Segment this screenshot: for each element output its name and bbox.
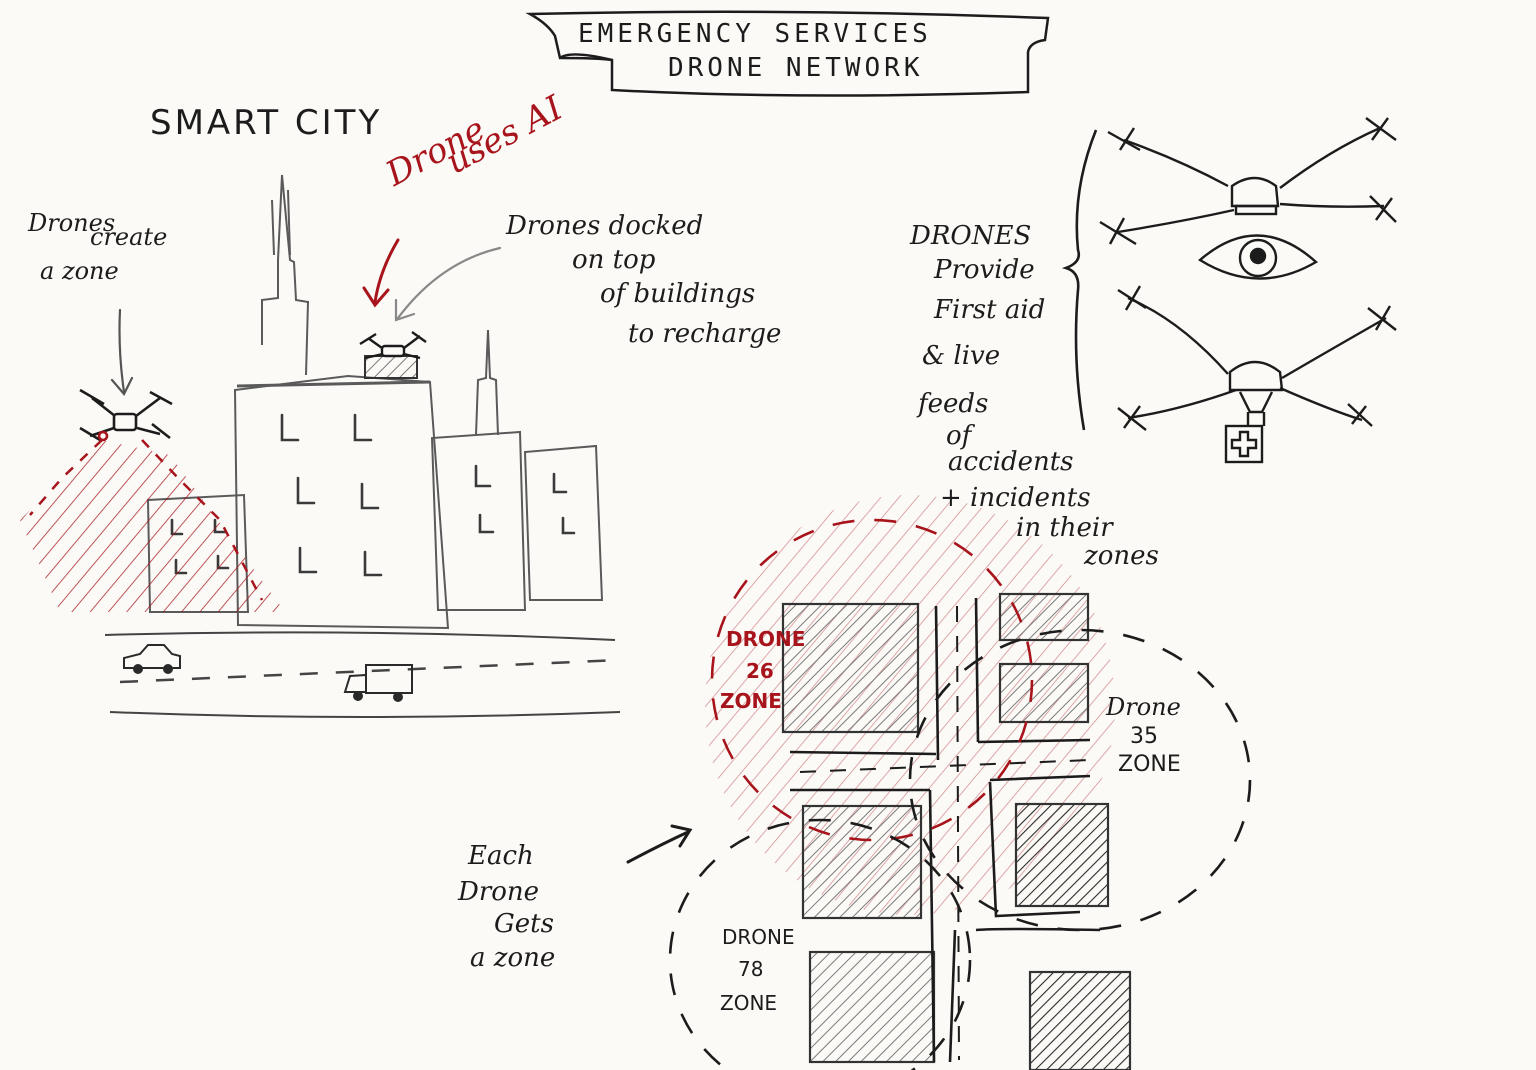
zone78-label-1: DRONE bbox=[722, 925, 795, 949]
drone-docked-icon bbox=[359, 331, 427, 360]
note-provide-10: zones bbox=[1084, 541, 1159, 571]
note-provide-5: feeds bbox=[918, 389, 989, 419]
road bbox=[104, 631, 621, 718]
note-provide-7: accidents bbox=[948, 447, 1074, 477]
note-provide-3: First aid bbox=[934, 295, 1046, 325]
note-each-drone-4: a zone bbox=[470, 943, 556, 973]
map-blocks bbox=[781, 592, 1132, 1070]
note-docked-1: Drones docked bbox=[506, 211, 704, 241]
note-each-drone-1: Each bbox=[468, 841, 534, 871]
zone-boundaries bbox=[668, 518, 1252, 1070]
map-streets bbox=[789, 597, 1101, 1063]
zone78-label-2: 78 bbox=[738, 957, 764, 981]
note-provide-8: + incidents bbox=[940, 483, 1091, 513]
firstaid-drone-icon bbox=[1117, 285, 1397, 464]
heading-smart-city: SMART CITY bbox=[150, 103, 383, 143]
zone35-label-3: ZONE bbox=[1118, 752, 1181, 777]
zone26-label-2: 26 bbox=[746, 659, 774, 683]
brace bbox=[1061, 129, 1098, 431]
truck bbox=[343, 664, 413, 702]
drone-zone-cone bbox=[20, 439, 285, 612]
title-line-1: EMERGENCY SERVICES bbox=[578, 19, 932, 49]
eye-icon bbox=[1197, 234, 1319, 280]
car bbox=[123, 644, 181, 674]
note-provide-6: of bbox=[946, 421, 972, 451]
note-each-drone-3: Gets bbox=[494, 909, 554, 939]
note-provide-9: in their bbox=[1016, 513, 1113, 543]
note-each-drone-2: Drone bbox=[458, 877, 540, 907]
note-provide-1: DRONES bbox=[910, 221, 1032, 251]
annotation-arrows bbox=[110, 238, 693, 864]
note-drones-create-2: create bbox=[90, 223, 168, 251]
note-drones-create-1: Drones bbox=[28, 209, 116, 237]
note-docked-3: of buildings bbox=[600, 279, 756, 309]
note-drones-create-3: a zone bbox=[40, 257, 119, 285]
title-line-2: DRONE NETWORK bbox=[668, 53, 924, 83]
note-provide-2: Provide bbox=[934, 255, 1035, 285]
zone35-label-2: 35 bbox=[1130, 724, 1158, 749]
title-banner bbox=[525, 10, 1050, 97]
note-provide-4: & live bbox=[922, 341, 1001, 371]
camera-drone-icon bbox=[1099, 117, 1397, 246]
zone26-label-1: DRONE bbox=[726, 627, 806, 651]
zone26-label-3: ZONE bbox=[720, 689, 782, 713]
zone35-label-1: Drone bbox=[1106, 693, 1181, 721]
note-docked-4: to recharge bbox=[628, 319, 782, 349]
zone78-label-3: ZONE bbox=[720, 991, 778, 1015]
note-docked-2: on top bbox=[572, 245, 656, 275]
drone-left-icon bbox=[79, 388, 173, 442]
